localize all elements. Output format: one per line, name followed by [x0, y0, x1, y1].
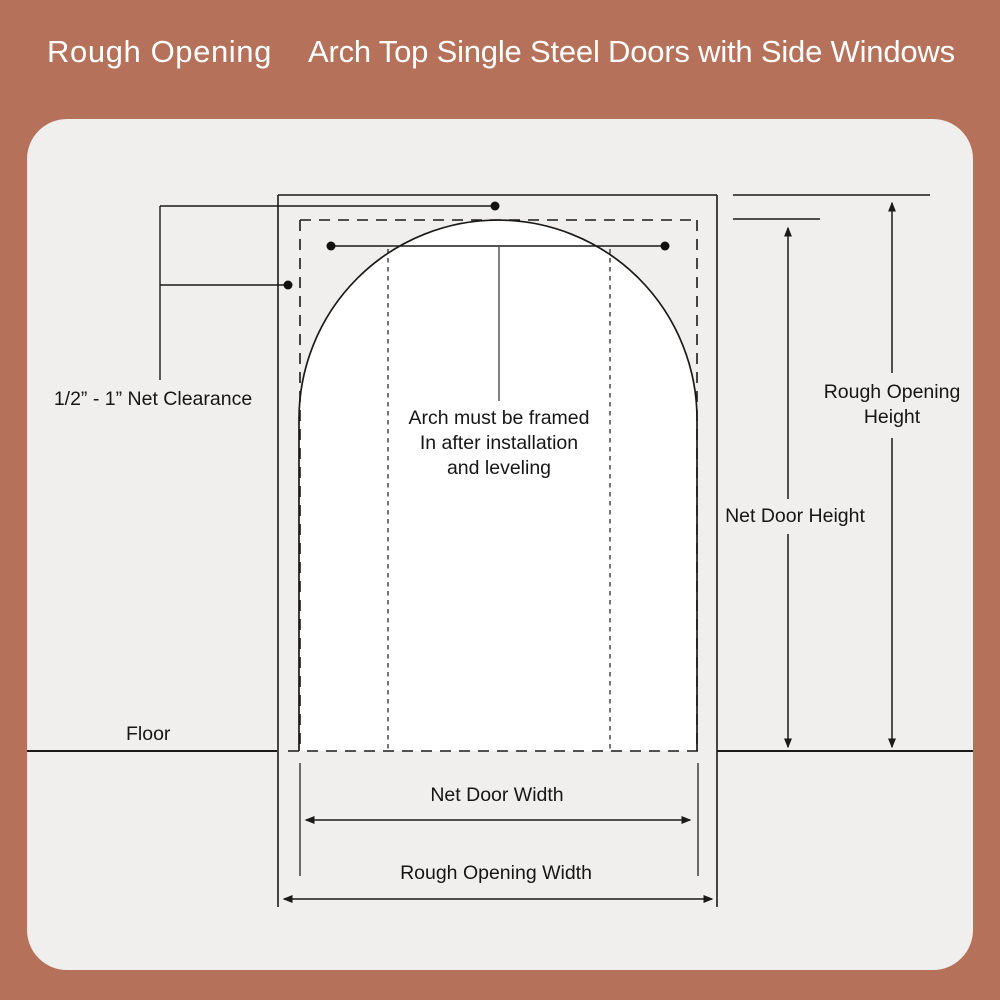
arch-note-line-2: In after installation — [419, 432, 579, 454]
floor-label: Floor — [126, 723, 171, 745]
door-interior-fill — [299, 220, 697, 751]
rough-opening-height-label: Rough Opening Height — [823, 381, 961, 428]
arch-note-leader-dot-left — [326, 241, 336, 251]
net-clearance-dot-side — [283, 280, 293, 290]
arch-note-line-1: Arch must be framed — [408, 407, 590, 429]
net-door-height-label: Net Door Height — [725, 505, 865, 527]
arch-note-line-3: and leveling — [446, 457, 552, 479]
rough-opening-width-label: Rough Opening Width — [400, 862, 592, 884]
net-clearance-dot-top — [490, 201, 500, 211]
arch-note-leader-dot-right — [660, 241, 670, 251]
door-arch-outline — [298, 219, 698, 751]
net-clearance-label: 1/2” - 1” Net Clearance — [53, 388, 253, 410]
page-title: Rough Opening — [47, 34, 272, 69]
page-subtitle: Arch Top Single Steel Doors with Side Wi… — [308, 34, 955, 69]
net-door-width-label: Net Door Width — [430, 784, 564, 806]
arch-note-label: Arch must be framed In after installatio… — [409, 406, 590, 481]
